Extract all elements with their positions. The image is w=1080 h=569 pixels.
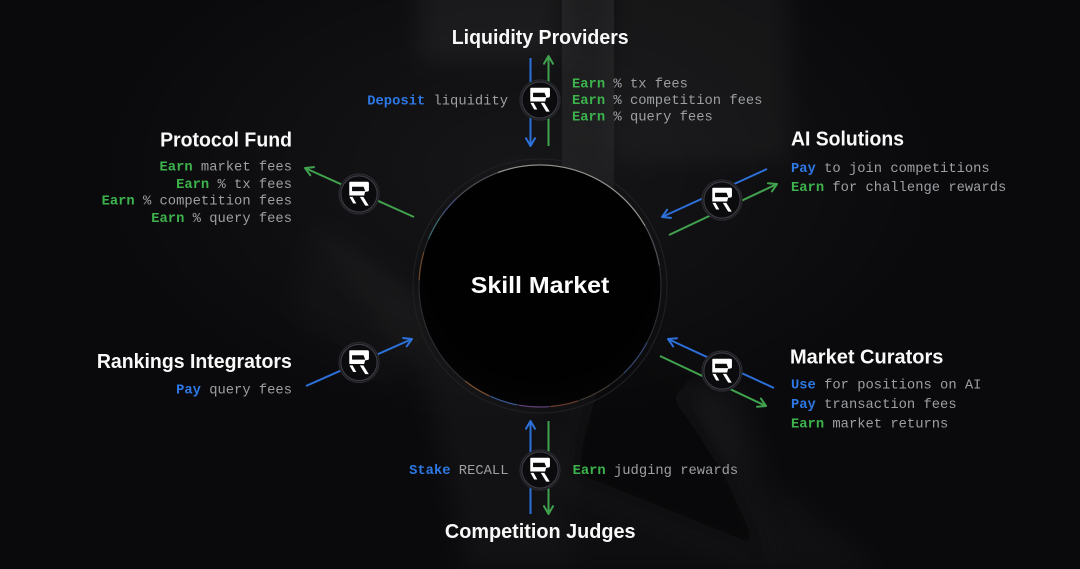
- svg-text:Pay to join competitions: Pay to join competitions: [791, 161, 990, 177]
- svg-text:Skill Market: Skill Market: [471, 273, 610, 299]
- svg-text:Earn % query fees: Earn % query fees: [572, 110, 713, 126]
- svg-text:Competition Judges: Competition Judges: [445, 521, 636, 543]
- svg-text:Earn % competition fees: Earn % competition fees: [572, 93, 762, 109]
- svg-text:Deposit liquidity: Deposit liquidity: [367, 94, 508, 110]
- svg-text:Earn for challenge rewards: Earn for challenge rewards: [791, 180, 1006, 196]
- svg-text:Pay query fees: Pay query fees: [176, 382, 292, 398]
- svg-text:Pay transaction fees: Pay transaction fees: [791, 397, 957, 413]
- svg-text:Earn market fees: Earn market fees: [160, 160, 292, 176]
- svg-text:Earn % tx fees: Earn % tx fees: [176, 177, 292, 193]
- svg-text:Use for positions on AI: Use for positions on AI: [791, 378, 981, 394]
- svg-text:Earn market returns: Earn market returns: [791, 416, 948, 432]
- svg-text:Earn judging rewards: Earn judging rewards: [573, 463, 739, 479]
- svg-text:AI Solutions: AI Solutions: [791, 128, 904, 151]
- svg-text:Rankings Integrators: Rankings Integrators: [97, 350, 292, 373]
- svg-text:Earn % competition fees: Earn % competition fees: [102, 193, 292, 209]
- svg-text:Protocol Fund: Protocol Fund: [160, 129, 292, 152]
- svg-text:Earn % tx fees: Earn % tx fees: [572, 77, 688, 93]
- svg-text:Liquidity Providers: Liquidity Providers: [452, 27, 629, 50]
- svg-text:Market Curators: Market Curators: [790, 346, 943, 368]
- svg-text:Stake RECALL: Stake RECALL: [409, 463, 508, 479]
- svg-text:Earn % query fees: Earn % query fees: [151, 211, 292, 227]
